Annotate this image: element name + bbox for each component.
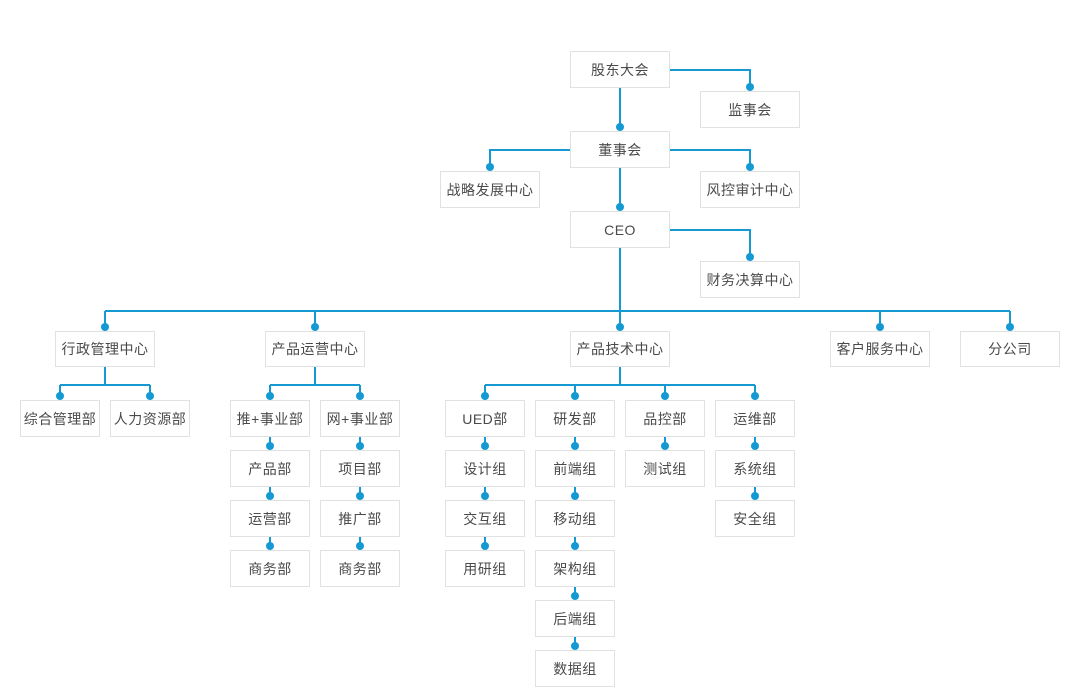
connector-endpoint-dot: [1006, 323, 1014, 331]
org-node-rd-dept[interactable]: 研发部: [535, 400, 615, 437]
connector-line: [489, 149, 570, 167]
connector-endpoint-dot: [571, 642, 579, 650]
org-node-product-technology-center[interactable]: 产品技术中心: [570, 331, 670, 367]
org-node-data-group[interactable]: 数据组: [535, 650, 615, 687]
connector-endpoint-dot: [311, 323, 319, 331]
org-node-shareholders-meeting[interactable]: 股东大会: [570, 51, 670, 88]
org-node-tui-business-dept[interactable]: 推+事业部: [230, 400, 310, 437]
connector-endpoint-dot: [571, 542, 579, 550]
connector-endpoint-dot: [661, 442, 669, 450]
connector-endpoint-dot: [266, 542, 274, 550]
connector-endpoint-dot: [571, 392, 579, 400]
org-node-product-dept[interactable]: 产品部: [230, 450, 310, 487]
org-node-operation-dept[interactable]: 运营部: [230, 500, 310, 537]
org-node-promotion-dept[interactable]: 推广部: [320, 500, 400, 537]
org-node-branch-company[interactable]: 分公司: [960, 331, 1060, 367]
org-node-operations-maintenance-dept[interactable]: 运维部: [715, 400, 795, 437]
org-node-business-dept-1[interactable]: 商务部: [230, 550, 310, 587]
connector-endpoint-dot: [481, 542, 489, 550]
org-node-security-group[interactable]: 安全组: [715, 500, 795, 537]
org-node-general-management-dept[interactable]: 综合管理部: [20, 400, 100, 437]
connector-line: [670, 229, 751, 257]
org-node-interaction-group[interactable]: 交互组: [445, 500, 525, 537]
org-node-user-research-group[interactable]: 用研组: [445, 550, 525, 587]
connector-endpoint-dot: [876, 323, 884, 331]
connector-endpoint-dot: [266, 492, 274, 500]
org-node-system-group[interactable]: 系统组: [715, 450, 795, 487]
connector-endpoint-dot: [146, 392, 154, 400]
org-node-ued-dept[interactable]: UED部: [445, 400, 525, 437]
org-node-frontend-group[interactable]: 前端组: [535, 450, 615, 487]
connector-endpoint-dot: [746, 83, 754, 91]
org-node-business-dept-2[interactable]: 商务部: [320, 550, 400, 587]
connector-endpoint-dot: [571, 592, 579, 600]
connector-endpoint-dot: [486, 163, 494, 171]
org-node-project-dept[interactable]: 项目部: [320, 450, 400, 487]
org-node-strategy-development-center[interactable]: 战略发展中心: [440, 171, 540, 208]
connector-endpoint-dot: [571, 492, 579, 500]
connector-endpoint-dot: [101, 323, 109, 331]
connector-endpoint-dot: [266, 442, 274, 450]
org-node-backend-group[interactable]: 后端组: [535, 600, 615, 637]
org-node-board-of-directors[interactable]: 董事会: [570, 131, 670, 168]
connector-endpoint-dot: [266, 392, 274, 400]
connector-line: [670, 149, 751, 167]
connector-endpoint-dot: [356, 442, 364, 450]
connector-endpoint-dot: [616, 123, 624, 131]
org-node-supervisory-board[interactable]: 监事会: [700, 91, 800, 128]
connector-endpoint-dot: [481, 492, 489, 500]
connector-endpoint-dot: [56, 392, 64, 400]
connector-endpoint-dot: [356, 542, 364, 550]
org-node-risk-audit-center[interactable]: 风控审计中心: [700, 171, 800, 208]
org-node-product-operation-center[interactable]: 产品运营中心: [265, 331, 365, 367]
org-node-design-group[interactable]: 设计组: [445, 450, 525, 487]
connector-endpoint-dot: [616, 323, 624, 331]
connector-endpoint-dot: [616, 203, 624, 211]
connector-line: [670, 69, 751, 87]
org-node-admin-management-center[interactable]: 行政管理中心: [55, 331, 155, 367]
connector-endpoint-dot: [571, 442, 579, 450]
connector-endpoint-dot: [751, 442, 759, 450]
connector-endpoint-dot: [746, 163, 754, 171]
connector-endpoint-dot: [661, 392, 669, 400]
connector-endpoint-dot: [751, 392, 759, 400]
connector-endpoint-dot: [481, 442, 489, 450]
org-node-customer-service-center[interactable]: 客户服务中心: [830, 331, 930, 367]
connector-endpoint-dot: [481, 392, 489, 400]
connector-endpoint-dot: [751, 492, 759, 500]
org-node-ceo[interactable]: CEO: [570, 211, 670, 248]
org-node-financial-settlement-center[interactable]: 财务决算中心: [700, 261, 800, 298]
org-node-architecture-group[interactable]: 架构组: [535, 550, 615, 587]
org-node-quality-control-dept[interactable]: 品控部: [625, 400, 705, 437]
org-node-human-resources-dept[interactable]: 人力资源部: [110, 400, 190, 437]
connector-endpoint-dot: [746, 253, 754, 261]
org-node-mobile-group[interactable]: 移动组: [535, 500, 615, 537]
org-node-wang-business-dept[interactable]: 网+事业部: [320, 400, 400, 437]
connector-endpoint-dot: [356, 392, 364, 400]
connector-endpoint-dot: [356, 492, 364, 500]
org-node-testing-group[interactable]: 测试组: [625, 450, 705, 487]
